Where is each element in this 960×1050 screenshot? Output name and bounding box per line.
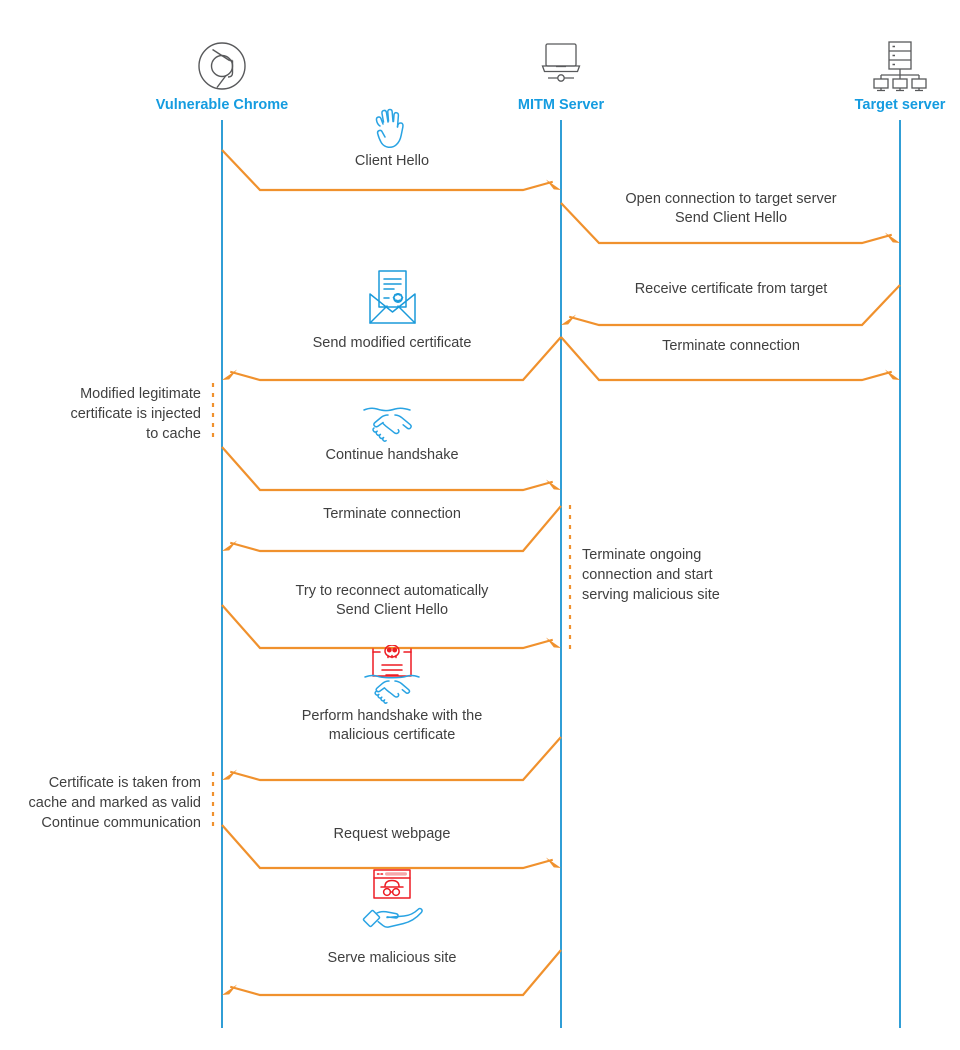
handshake-icon xyxy=(361,404,423,444)
message-label-receive-certificate: Receive certificate from target xyxy=(634,281,828,297)
arrowhead xyxy=(546,857,561,868)
message-arrows-group xyxy=(221,149,901,997)
message-label-terminate-connection-target: Terminate connection xyxy=(662,338,800,354)
arrowhead xyxy=(222,769,237,780)
message-arrow-terminate-connection-chrome xyxy=(222,505,562,553)
actor-title-mitm: MITM Server xyxy=(517,97,605,113)
message-label-send-modified-certificate: Send modified certificate xyxy=(312,335,472,351)
note-terminate-serve: Terminate ongoing connection and start s… xyxy=(582,547,720,603)
message-label-serve-malicious-site: Serve malicious site xyxy=(327,950,457,966)
message-arrow-request-webpage xyxy=(221,824,561,870)
waving-hand-icon xyxy=(366,108,418,152)
laptop-icon xyxy=(533,40,589,92)
arrowhead xyxy=(885,232,900,243)
note-cache-inject: Modified legitimate certificate is injec… xyxy=(70,386,201,442)
message-label-perform-handshake: Perform handshake with the malicious cer… xyxy=(301,708,483,743)
message-label-open-connection: Open connection to target server Send Cl… xyxy=(625,191,837,226)
arrowhead xyxy=(546,479,561,490)
message-arrow-serve-malicious-site xyxy=(222,949,562,997)
message-label-try-reconnect: Try to reconnect automatically Send Clie… xyxy=(295,583,489,618)
message-arrow-try-reconnect xyxy=(221,604,561,650)
malicious-site-served-icon xyxy=(361,868,423,940)
chrome-logo-icon xyxy=(196,40,248,92)
arrowhead xyxy=(546,637,561,648)
message-label-terminate-connection-chrome: Terminate connection xyxy=(323,506,461,522)
arrowhead xyxy=(885,369,900,380)
arrowhead xyxy=(222,540,237,551)
message-arrow-receive-certificate xyxy=(561,284,901,327)
message-arrow-open-connection xyxy=(560,202,900,245)
note-cache-valid: Certificate is taken from cache and mark… xyxy=(28,775,202,831)
malicious-certificate-handshake-icon xyxy=(360,644,424,707)
message-arrow-client-hello xyxy=(221,149,561,192)
server-rack-icon xyxy=(872,40,928,92)
arrowhead xyxy=(561,314,576,325)
certificate-envelope-icon xyxy=(363,268,421,328)
message-label-continue-handshake: Continue handshake xyxy=(325,447,459,463)
message-arrow-terminate-connection-target xyxy=(560,336,900,382)
lifelines-group xyxy=(221,120,901,1028)
actor-title-chrome: Vulnerable Chrome xyxy=(155,97,289,113)
arrowhead xyxy=(222,984,237,995)
arrowhead xyxy=(222,369,237,380)
arrowhead xyxy=(546,179,561,190)
note-brackets-group xyxy=(211,383,572,830)
actor-title-target: Target server xyxy=(854,97,946,113)
message-label-request-webpage: Request webpage xyxy=(333,826,451,842)
message-label-client-hello: Client Hello xyxy=(354,153,430,169)
message-arrow-perform-handshake xyxy=(222,736,562,782)
message-arrow-continue-handshake xyxy=(221,446,561,492)
message-arrow-send-modified-certificate xyxy=(222,336,562,382)
